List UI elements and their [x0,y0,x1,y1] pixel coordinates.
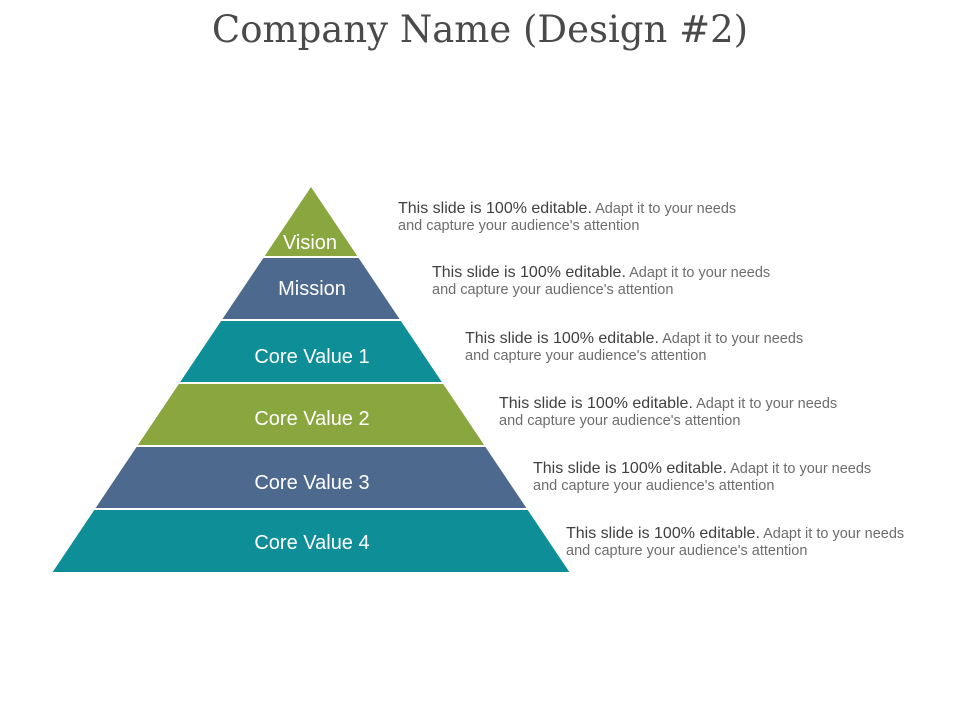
pyramid-tier-5 [95,447,527,508]
description-line-1: This slide is 100% editable. Adapt it to… [566,525,904,543]
pyramid-tier-1 [264,187,358,256]
tier-description: This slide is 100% editable. Adapt it to… [566,525,904,560]
pyramid-tier-4 [137,384,485,445]
tier-description: This slide is 100% editable. Adapt it to… [533,460,871,495]
description-line-2: and capture your audience's attention [566,543,808,559]
description-rest: Adapt it to your needs [759,526,905,542]
description-lead: This slide is 100% editable. [465,330,659,347]
tier-label: Core Value 2 [254,408,369,430]
description-line-1: This slide is 100% editable. Adapt it to… [499,395,837,413]
tier-label: Core Value 1 [254,346,369,368]
description-lead: This slide is 100% editable. [533,460,727,477]
description-line-2: and capture your audience's attention [432,282,674,298]
description-lead: This slide is 100% editable. [398,200,592,217]
tier-description: This slide is 100% editable. Adapt it to… [398,200,736,235]
tier-description: This slide is 100% editable. Adapt it to… [465,330,803,365]
description-rest: Adapt it to your needs [591,201,737,217]
description-line-1: This slide is 100% editable. Adapt it to… [432,264,770,282]
tier-description: This slide is 100% editable. Adapt it to… [499,395,837,430]
description-lead: This slide is 100% editable. [499,395,693,412]
pyramid-tier-6 [52,510,570,572]
slide-title: Company Name (Design #2) [211,8,749,51]
description-lead: This slide is 100% editable. [566,525,760,542]
tier-label: Mission [278,278,346,300]
description-line-2: and capture your audience's attention [533,478,775,494]
description-line-1: This slide is 100% editable. Adapt it to… [465,330,803,348]
description-line-2: and capture your audience's attention [398,218,640,234]
description-line-1: This slide is 100% editable. Adapt it to… [533,460,871,478]
description-rest: Adapt it to your needs [625,265,771,281]
description-rest: Adapt it to your needs [726,461,872,477]
description-lead: This slide is 100% editable. [432,264,626,281]
description-line-2: and capture your audience's attention [465,348,707,364]
description-line-2: and capture your audience's attention [499,413,741,429]
tier-label: Core Value 3 [254,472,369,494]
tier-description: This slide is 100% editable. Adapt it to… [432,264,770,299]
pyramid-tier-2 [222,258,400,319]
tier-label: Vision [283,232,337,254]
description-rest: Adapt it to your needs [658,331,804,347]
pyramid-tier-3 [180,321,442,382]
description-line-1: This slide is 100% editable. Adapt it to… [398,200,736,218]
description-rest: Adapt it to your needs [692,396,838,412]
tier-label: Core Value 4 [254,532,369,554]
